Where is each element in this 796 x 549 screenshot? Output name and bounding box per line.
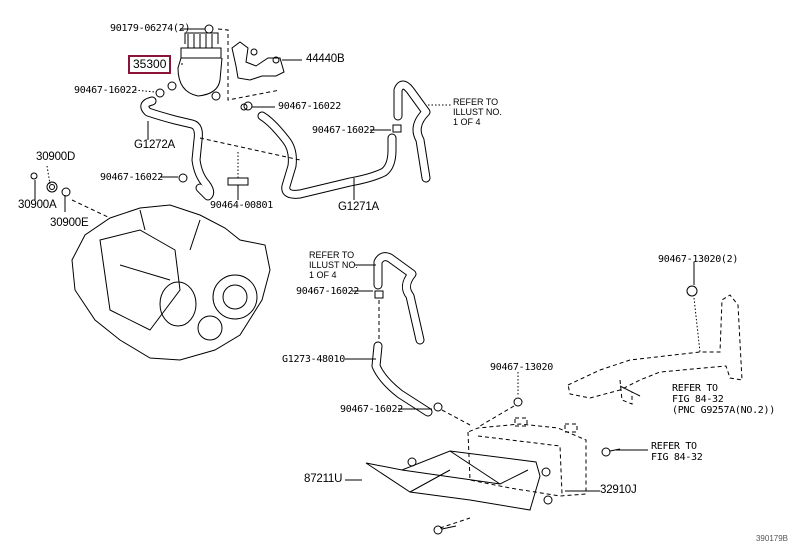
part-label-44440B[interactable]: 44440B xyxy=(306,53,345,65)
bolt-90179-06274[interactable] xyxy=(180,24,214,34)
seal-30900E[interactable] xyxy=(61,187,71,197)
clamp-icon[interactable] xyxy=(155,88,165,98)
part-label-90467-16022[interactable]: 90467-16022 xyxy=(312,125,375,136)
part-label-90467-16022[interactable]: 90467-16022 xyxy=(296,286,359,297)
clamp-icon[interactable] xyxy=(178,173,188,183)
hose-G1271A[interactable] xyxy=(257,111,397,199)
hose-G1272A[interactable] xyxy=(140,96,215,201)
part-label-30900A[interactable]: 30900A xyxy=(18,199,57,211)
clamp-icon[interactable] xyxy=(513,397,523,407)
part-label-30900E[interactable]: 30900E xyxy=(50,217,89,229)
clip-90464-00801[interactable] xyxy=(227,150,249,200)
seal-30900D[interactable] xyxy=(46,181,58,193)
hose-lower-refer[interactable] xyxy=(373,252,425,345)
diagram-code: 390179B xyxy=(755,534,788,543)
part-label-90467-13020[interactable]: 90467-13020 xyxy=(490,362,553,373)
part-label-90467-13020-2[interactable]: 90467-13020(2) xyxy=(658,254,739,265)
bracket-87211U[interactable] xyxy=(365,450,553,511)
clamp-icon[interactable] xyxy=(686,285,698,297)
clamp-icon[interactable] xyxy=(392,124,402,133)
bolt-30900A[interactable] xyxy=(30,172,38,180)
part-label-G1271A[interactable]: G1271A xyxy=(338,201,379,213)
part-label-32910J[interactable]: 32910J xyxy=(600,484,637,496)
refer-to-fig-note[interactable]: REFER TO FIG 84-32 (PNC G9257A(NO.2)) xyxy=(672,383,775,416)
part-label-90179-06274[interactable]: 90179-06274(2) xyxy=(110,23,191,34)
refer-to-fig-note[interactable]: REFER TO FIG 84-32 xyxy=(651,441,703,463)
part-label-G1272A[interactable]: G1272A xyxy=(134,139,175,151)
bolt-icon[interactable] xyxy=(240,103,248,111)
part-label-90464-00801[interactable]: 90464-00801 xyxy=(210,200,273,211)
canister-32910J[interactable] xyxy=(467,417,587,497)
clamp-icon[interactable] xyxy=(433,402,443,412)
clamp-icon[interactable] xyxy=(243,101,253,111)
bolt-icon[interactable] xyxy=(601,447,621,457)
part-label-87211U[interactable]: 87211U xyxy=(304,473,343,485)
hose-upper-refer[interactable] xyxy=(393,80,431,183)
bracket-right[interactable] xyxy=(567,294,743,405)
part-label-90467-16022[interactable]: 90467-16022 xyxy=(74,85,137,96)
part-label-30900D[interactable]: 30900D xyxy=(36,151,76,163)
transmission-assembly[interactable] xyxy=(71,204,271,361)
part-label-35300-highlighted[interactable]: 35300 xyxy=(128,55,172,74)
refer-to-illust-note[interactable]: REFER TO ILLUST NO. 1 OF 4 xyxy=(309,250,358,280)
leader-lines xyxy=(34,63,701,529)
part-label-90467-16022[interactable]: 90467-16022 xyxy=(278,101,341,112)
hose-G1273-48010[interactable] xyxy=(371,341,433,417)
clamp-icon[interactable] xyxy=(374,290,384,299)
part-label-90467-16022[interactable]: 90467-16022 xyxy=(340,404,403,415)
part-label-90467-16022[interactable]: 90467-16022 xyxy=(100,172,163,183)
bracket-44440B[interactable] xyxy=(231,41,302,81)
vacuum-pump-35300[interactable] xyxy=(167,32,223,101)
bolt-icon[interactable] xyxy=(433,525,457,535)
part-label-G1273-48010[interactable]: G1273-48010 xyxy=(282,354,345,365)
refer-to-illust-note[interactable]: REFER TO ILLUST NO. 1 OF 4 xyxy=(453,97,502,127)
